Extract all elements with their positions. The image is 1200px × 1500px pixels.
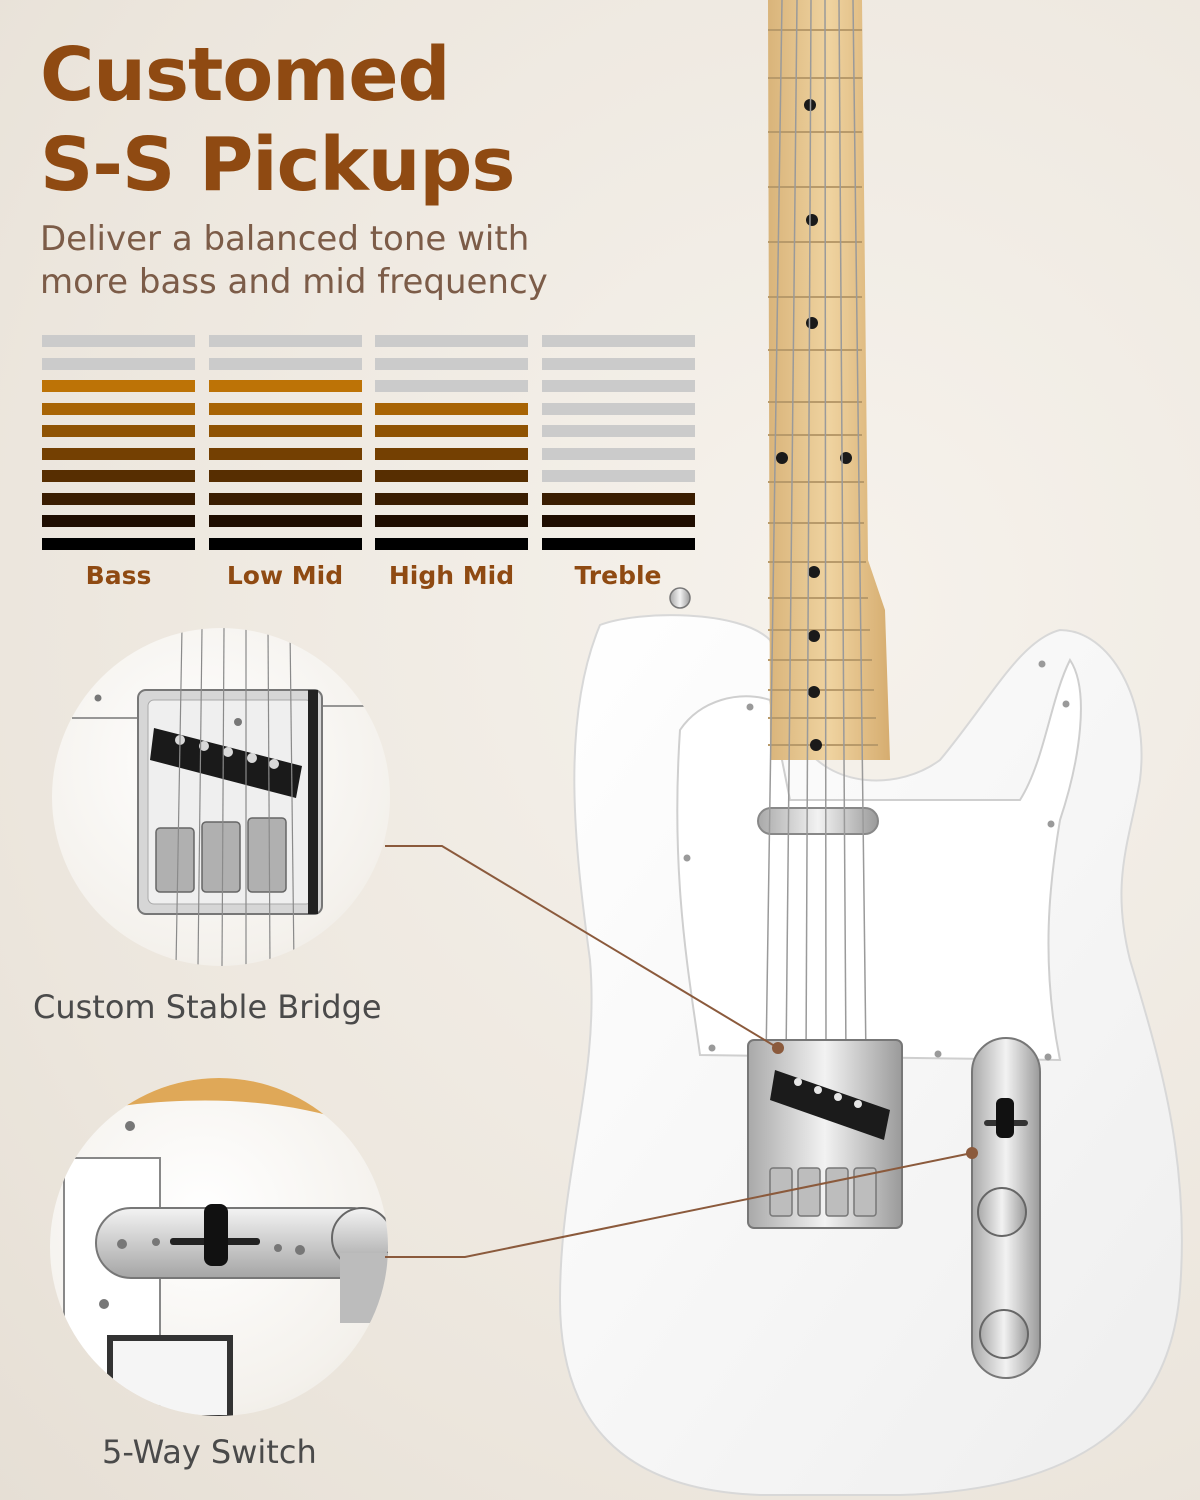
eq-bar-active (208, 470, 362, 482)
eq-bar-active (375, 425, 528, 437)
selector-switch-knob (996, 1098, 1014, 1138)
tone-knob (979, 1309, 1029, 1359)
switch-closeup (50, 1078, 388, 1416)
eq-bar-inactive (42, 357, 195, 370)
eq-label: Treble (574, 561, 662, 590)
eq-bar-active (208, 425, 362, 437)
eq-bar-inactive (541, 335, 695, 347)
eq-bar-active (541, 515, 695, 527)
subtitle: Deliver a balanced tone with more bass a… (40, 218, 640, 304)
eq-bar-active (42, 470, 195, 482)
eq-bar-active (541, 492, 695, 505)
eq-bar-inactive (541, 380, 695, 392)
eq-bar-active (375, 537, 528, 550)
eq-bar-active (375, 492, 528, 505)
eq-bar-active (42, 515, 195, 527)
eq-bar-inactive (375, 335, 528, 347)
eq-bar-active (42, 492, 195, 505)
eq-bar-inactive (541, 447, 695, 460)
eq-label: Low Mid (226, 561, 344, 590)
eq-bar-active (375, 402, 528, 415)
eq-bar-inactive (541, 470, 695, 482)
switch-caption: 5-Way Switch (102, 1433, 317, 1471)
eq-bar-inactive (208, 335, 362, 347)
headline: Customed S-S Pickups (40, 30, 515, 210)
eq-bar-active (208, 537, 362, 550)
eq-bar-active (42, 402, 195, 415)
eq-bar-active (375, 447, 528, 460)
bridge-pickup (770, 1070, 890, 1140)
eq-bar-active (42, 425, 195, 437)
eq-bar-inactive (375, 357, 528, 370)
headline-line-1: Customed (40, 32, 451, 118)
eq-bar-active (541, 537, 695, 550)
eq-level-chart: Bass Low Mid High Mid Treble (42, 335, 695, 595)
bridge-zoom-view (52, 628, 390, 966)
guitar-illustration (558, 0, 1183, 1496)
eq-bar-active (42, 380, 195, 392)
neck-pickup (757, 807, 879, 835)
volume-knob (977, 1187, 1027, 1237)
eq-bar-inactive (541, 357, 695, 370)
guitar-neck (768, 0, 890, 760)
eq-bar-inactive (375, 380, 528, 392)
eq-bar-active (208, 380, 362, 392)
eq-bar-active (42, 537, 195, 550)
eq-label: High Mid (388, 561, 515, 590)
headline-line-2: S-S Pickups (40, 122, 515, 208)
switch-zoom-view (50, 1078, 388, 1416)
eq-bar-active (208, 515, 362, 527)
eq-bar-active (208, 492, 362, 505)
subtitle-line-2: more bass and mid frequency (40, 262, 548, 302)
eq-bar-inactive (541, 402, 695, 415)
subtitle-line-1: Deliver a balanced tone with (40, 219, 530, 259)
eq-bar-active (208, 447, 362, 460)
bridge-caption: Custom Stable Bridge (33, 988, 382, 1026)
bridge-closeup (72, 628, 372, 966)
eq-bar-active (208, 402, 362, 415)
eq-bar-active (375, 515, 528, 527)
eq-bar-inactive (541, 425, 695, 437)
eq-label: Bass (85, 561, 152, 590)
eq-bar-active (42, 447, 195, 460)
eq-bar-inactive (42, 335, 195, 347)
eq-bar-active (375, 470, 528, 482)
eq-bar-inactive (208, 357, 362, 370)
